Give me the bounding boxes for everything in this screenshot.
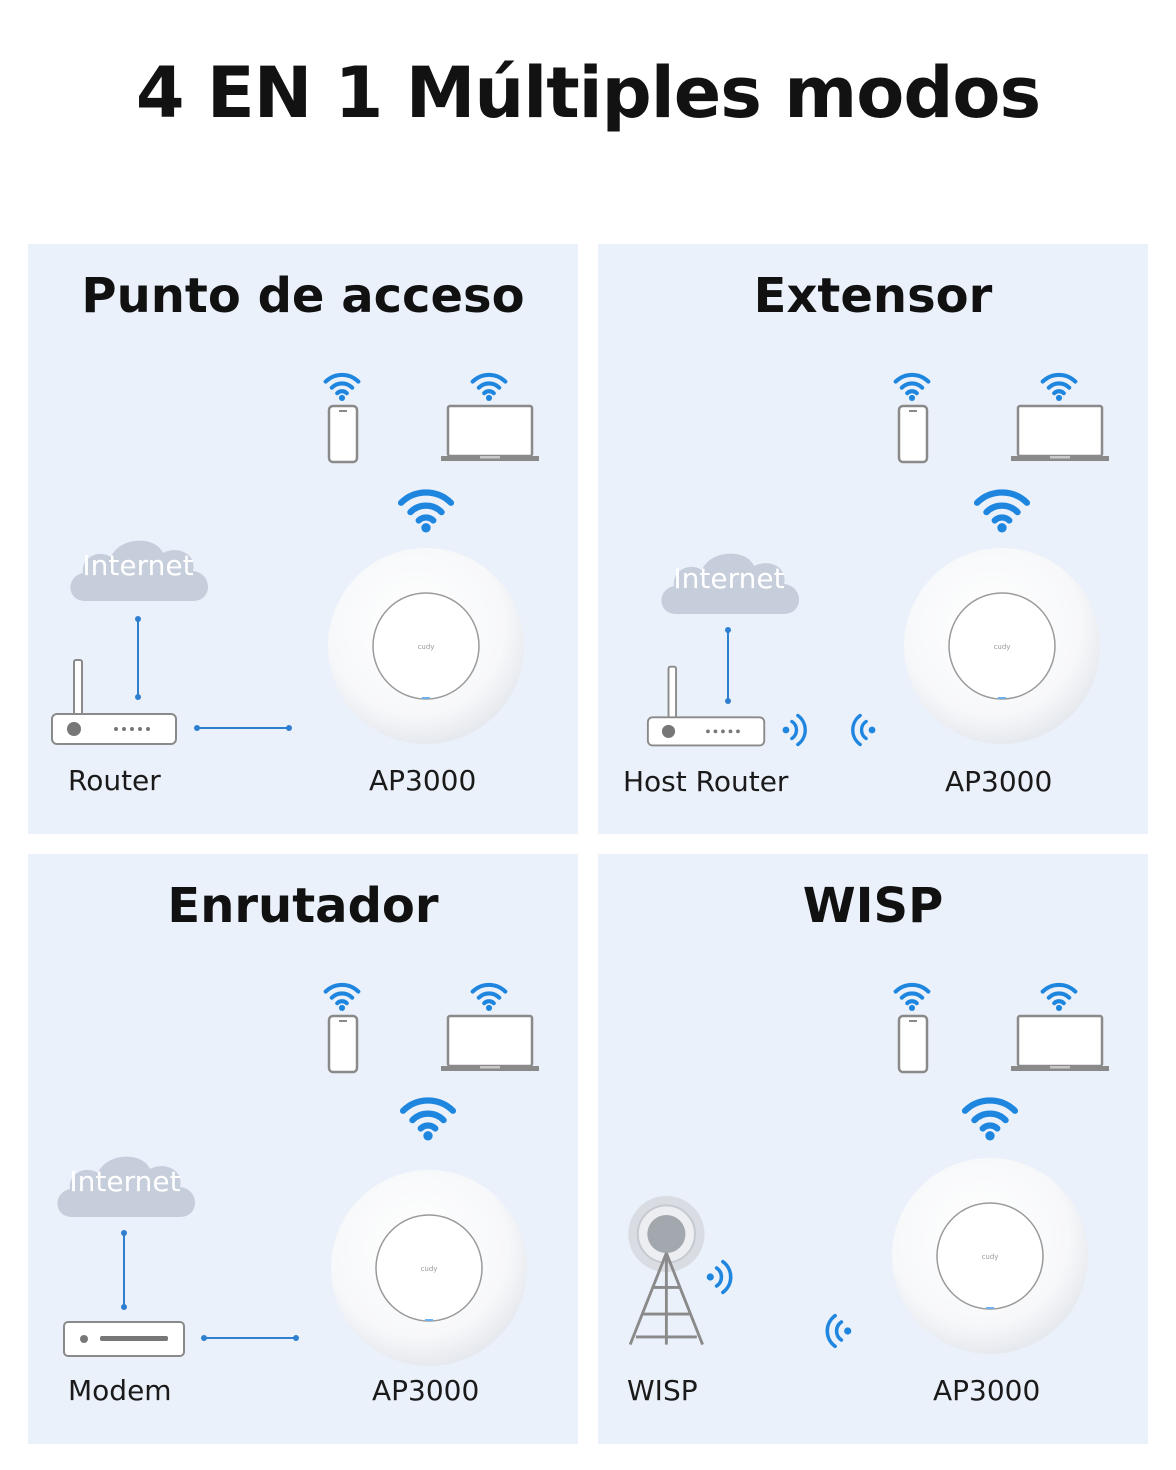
svg-text:cudy: cudy xyxy=(421,1265,438,1273)
wifi-icon xyxy=(468,368,510,402)
wifi-icon xyxy=(321,368,363,402)
panel-access-point: Punto de acceso cudy Internet Router AP3… xyxy=(28,244,578,834)
laptop-icon xyxy=(1010,404,1110,464)
panel-title: Enrutador xyxy=(167,878,439,934)
panel-title: WISP xyxy=(802,878,944,934)
phone-icon xyxy=(897,1014,929,1074)
svg-text:cudy: cudy xyxy=(418,643,435,651)
device-label: Router xyxy=(68,764,161,797)
router-icon xyxy=(50,658,180,748)
phone-icon xyxy=(327,1014,359,1074)
panel-title: Punto de acceso xyxy=(81,268,525,324)
panel-extender: Extensor cudy Internet Host Router AP300… xyxy=(598,244,1148,834)
wireless-signal-icon xyxy=(818,1310,854,1352)
internet-label: Internet xyxy=(69,1165,181,1198)
panel-router-mode: Enrutador cudy Internet Modem AP3000 xyxy=(28,854,578,1444)
access-point-icon: cudy xyxy=(902,546,1102,746)
modem-icon xyxy=(62,1320,186,1360)
svg-text:cudy: cudy xyxy=(994,643,1011,651)
wifi-icon xyxy=(390,482,462,534)
ap-label: AP3000 xyxy=(372,1374,480,1407)
laptop-icon xyxy=(1010,1014,1110,1074)
svg-text:cudy: cudy xyxy=(982,1253,999,1261)
wifi-icon xyxy=(954,1090,1026,1142)
laptop-icon xyxy=(440,404,540,464)
ap-label: AP3000 xyxy=(369,764,477,797)
internet-label: Internet xyxy=(82,549,194,582)
access-point-icon: cudy xyxy=(329,1168,529,1368)
internet-label: Internet xyxy=(673,562,785,595)
page-title: 4 EN 1 Múltiples modos xyxy=(135,52,1041,134)
wifi-icon xyxy=(891,978,933,1012)
wifi-icon xyxy=(468,978,510,1012)
wireless-signal-icon xyxy=(780,710,814,750)
wifi-icon xyxy=(891,368,933,402)
device-label: Modem xyxy=(68,1374,172,1407)
wifi-icon xyxy=(1038,978,1080,1012)
wifi-icon xyxy=(392,1090,464,1142)
panel-wisp: WISP cudy WISP AP3000 xyxy=(598,854,1148,1444)
wifi-icon xyxy=(321,978,363,1012)
router-icon xyxy=(646,664,768,750)
wifi-icon xyxy=(966,482,1038,534)
device-label: WISP xyxy=(627,1374,698,1407)
ap-label: AP3000 xyxy=(933,1374,1041,1407)
laptop-icon xyxy=(440,1014,540,1074)
wifi-icon xyxy=(1038,368,1080,402)
device-label: Host Router xyxy=(623,765,789,798)
ap-label: AP3000 xyxy=(945,765,1053,798)
phone-icon xyxy=(327,404,359,464)
wireless-signal-icon xyxy=(704,1256,740,1298)
access-point-icon: cudy xyxy=(890,1156,1090,1356)
panel-title: Extensor xyxy=(753,268,993,324)
wireless-signal-icon xyxy=(844,710,878,750)
access-point-icon: cudy xyxy=(326,546,526,746)
phone-icon xyxy=(897,404,929,464)
